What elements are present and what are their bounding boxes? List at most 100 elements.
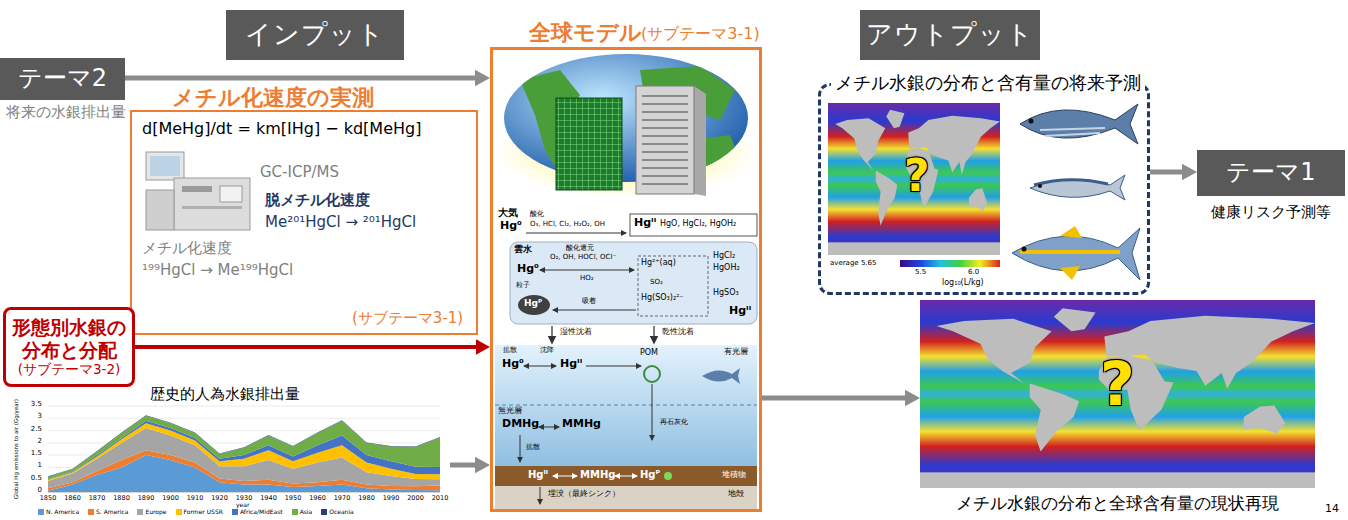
axis-tick: 2.5 (22, 426, 42, 434)
fish-pictures-part (1022, 247, 1027, 252)
legend-item: Africa/MidEast (232, 509, 283, 516)
present-map-part (920, 300, 1315, 488)
axis-tick: 1850 (36, 495, 60, 502)
section-header: アウトプット (860, 10, 1040, 60)
species-label: 吸着 (582, 298, 596, 306)
arrow-shaft (762, 396, 907, 401)
species-label: 雲水 (514, 245, 532, 255)
axis-tick: 1900 (159, 495, 183, 502)
text-stack: インプット (226, 10, 404, 60)
legend-item: Europe (137, 509, 166, 516)
mercury-cycle-schematic-part (586, 366, 641, 367)
axis-tick: 1950 (281, 495, 305, 502)
instrument-picture (146, 152, 250, 230)
fish-pictures-part (1030, 175, 1125, 200)
mercury-cycle-schematic-part (495, 466, 757, 486)
legend-item: Asia (292, 509, 313, 516)
question-mark: ? (904, 151, 930, 202)
arrow-shaft (135, 345, 477, 349)
fish-pictures-part (1040, 128, 1105, 136)
grid-line (48, 418, 440, 419)
instrument-picture-part (182, 206, 242, 209)
mercury-cycle-schematic-part (553, 476, 577, 477)
mercury-cycle-schematic-part (652, 384, 653, 440)
legend-text: Former USSR (184, 509, 223, 516)
mercury-cycle-schematic-part (553, 310, 636, 311)
flow-arrow (762, 390, 920, 407)
axis-tick: 1890 (134, 495, 158, 502)
species-label: O₃, HCl, Cl₂, H₂O₂, OH (530, 221, 605, 229)
legend-text: S. America (96, 509, 128, 516)
species-label: HgCl₂ (713, 252, 735, 261)
box-label: (サブテーマ3-2) (18, 362, 121, 378)
fish-pictures-part (1020, 104, 1138, 144)
map-note: average 5.65 (830, 259, 876, 267)
rate-equation: d[MeHg]/dt = km[IHg] − kd[MeHg] (142, 120, 421, 138)
mercury-cycle-schematic-part (518, 295, 550, 315)
species-label: Hg⁰ (500, 220, 522, 232)
axis-tick: 1940 (257, 495, 281, 502)
species-label: SO₂ (650, 279, 663, 287)
flow-arrow (1150, 164, 1197, 181)
mercury-cycle-schematic-part (664, 472, 672, 480)
mercury-cycle-schematic-part (526, 233, 626, 234)
species-label: O₂, OH, HOCl, OCl⁻ (550, 254, 616, 262)
mercury-cycle-schematic-part (638, 256, 708, 316)
axis-tick: 1970 (330, 495, 354, 502)
rate-name: メチル化速度 (142, 240, 232, 257)
fish-pictures-part (1029, 119, 1034, 124)
arrow-shaft (1150, 170, 1184, 175)
globe-picture-part (520, 66, 740, 175)
text-stack: テーマ1 (1197, 150, 1345, 196)
species-label: 有光層 (724, 348, 748, 357)
species-label: Hgᴵᴵ (729, 305, 751, 317)
mercury-cycle-schematic (495, 214, 757, 509)
flow-arrow (135, 339, 490, 354)
mercury-cycle-schematic-part (653, 326, 655, 343)
mercury-cycle-schematic-part (644, 366, 660, 382)
species-label: 拡散 (526, 444, 540, 452)
mercury-cycle-schematic-part (520, 435, 521, 462)
mercury-cycle-schematic-part (551, 326, 553, 343)
map-panel: ?メチル水銀の分布と全球含有量の現状再現 (920, 300, 1315, 488)
legend-item: S. America (88, 509, 128, 516)
mercury-cycle-schematic-part (630, 214, 757, 236)
legend: N. America S. America Europe Former USSR Afr… (38, 509, 354, 516)
instrument-picture-part (174, 178, 250, 230)
mercury-cycle-schematic-part (495, 345, 757, 466)
axis-tick: 1960 (306, 495, 330, 502)
arrow-head (905, 390, 920, 407)
species-label: Hgᴾ (524, 299, 542, 309)
legend-swatch (176, 509, 182, 515)
instrument-picture-part (146, 190, 174, 230)
species-label: 堆積物 (722, 471, 746, 480)
species-label: HgOH₂ (713, 264, 740, 273)
axis-tick: 1990 (379, 495, 403, 502)
legend-swatch (88, 509, 94, 515)
text-stack: アウトプット (860, 10, 1040, 60)
instrument-picture-part (182, 186, 212, 192)
legend-swatch (232, 509, 238, 515)
arrow-head (476, 339, 490, 354)
grid-line (48, 430, 440, 431)
box-heading: 全球モデル (529, 20, 642, 45)
theme-box: テーマ2将来の水銀排出量 (0, 58, 125, 100)
emission-chart (48, 406, 440, 492)
globe-picture-part (636, 86, 694, 194)
question-mark: ? (1100, 350, 1135, 419)
theme-note: 将来の水銀排出量 (6, 104, 126, 121)
map-caption: メチル水銀の分布と全球含有量の現状再現 (910, 494, 1325, 514)
rate-name: 脱メチル化速度 (265, 192, 370, 209)
species-label: 大気 (498, 207, 518, 218)
arrow-head (475, 70, 490, 87)
future-map (828, 103, 1000, 267)
species-label: Hgᴾ (640, 469, 660, 480)
flow-arrow (125, 70, 490, 87)
globe-picture-part (694, 86, 706, 196)
axis-tick: 1880 (110, 495, 134, 502)
legend-item: N. America (38, 509, 79, 516)
species-label: HgO, HgCl₂, HgOH₂ (660, 220, 736, 229)
species-label: HO₂ (580, 275, 594, 283)
mercury-cycle-schematic-part (540, 270, 634, 271)
axis-title: Global Hg emissions to air (Gg/year) (13, 399, 19, 499)
